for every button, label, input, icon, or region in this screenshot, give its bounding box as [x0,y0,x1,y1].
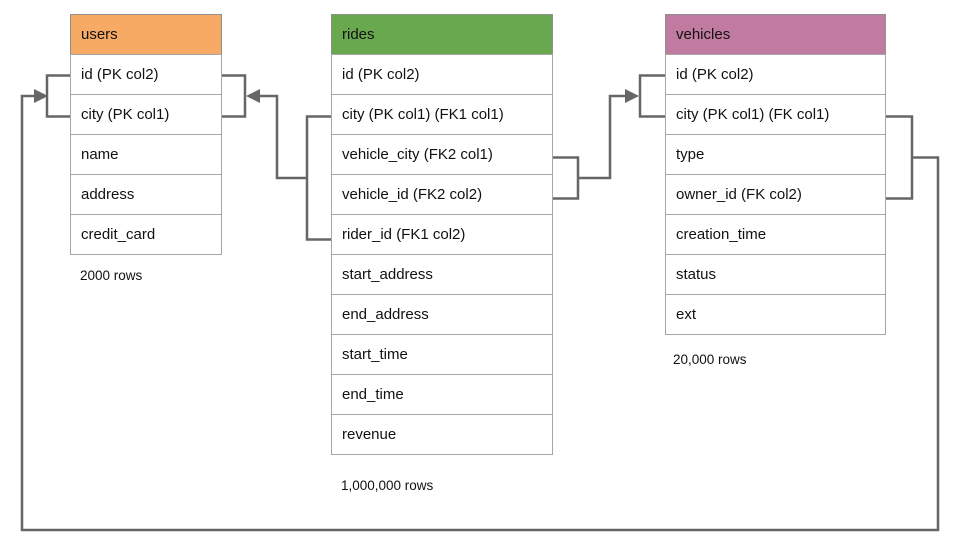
fk1-connector-line [258,94,307,180]
table-row: end_time [331,374,553,415]
table-rides-header: rides [331,14,553,55]
table-row: address [70,174,222,215]
table-row: id (PK col2) [70,54,222,95]
fk2-vehicles-bracket [638,74,665,118]
table-row: city (PK col1) (FK col1) [665,94,886,135]
table-row: vehicle_id (FK2 col2) [331,174,553,215]
fk2-rides-bracket [553,156,580,200]
table-vehicles-header: vehicles [665,14,886,55]
table-row: name [70,134,222,175]
fk3-vehicles-bracket [886,115,914,200]
table-row: type [665,134,886,175]
table-row: city (PK col1) [70,94,222,135]
table-row: city (PK col1) (FK1 col1) [331,94,553,135]
fk1-users-bracket [222,74,247,118]
table-row: start_address [331,254,553,295]
table-rides: rides id (PK col2) city (PK col1) (FK1 c… [331,14,553,455]
table-row: status [665,254,886,295]
fk2-connector-line [578,94,627,180]
fk1-rides-bracket [305,115,331,241]
fk1-arrowhead-icon [246,89,260,103]
table-users-header: users [70,14,222,55]
fk3-users-bracket [45,74,70,118]
table-row: end_address [331,294,553,335]
table-row: vehicle_city (FK2 col1) [331,134,553,175]
table-row: id (PK col2) [665,54,886,95]
table-row: rider_id (FK1 col2) [331,214,553,255]
relationship-rides-vehicles [553,74,665,200]
table-row: creation_time [665,214,886,255]
table-row: credit_card [70,214,222,255]
fk2-arrowhead-icon [625,89,639,103]
rides-row-count: 1,000,000 rows [341,478,434,493]
table-row: start_time [331,334,553,375]
table-vehicles: vehicles id (PK col2) city (PK col1) (FK… [665,14,886,335]
table-row: revenue [331,414,553,455]
table-row: id (PK col2) [331,54,553,95]
table-row: owner_id (FK col2) [665,174,886,215]
relationship-rides-users [222,74,331,241]
users-row-count: 2000 rows [80,268,143,283]
table-users: users id (PK col2) city (PK col1) name a… [70,14,222,255]
fk3-arrowhead-icon [34,89,48,103]
vehicles-row-count: 20,000 rows [673,352,747,367]
table-row: ext [665,294,886,335]
